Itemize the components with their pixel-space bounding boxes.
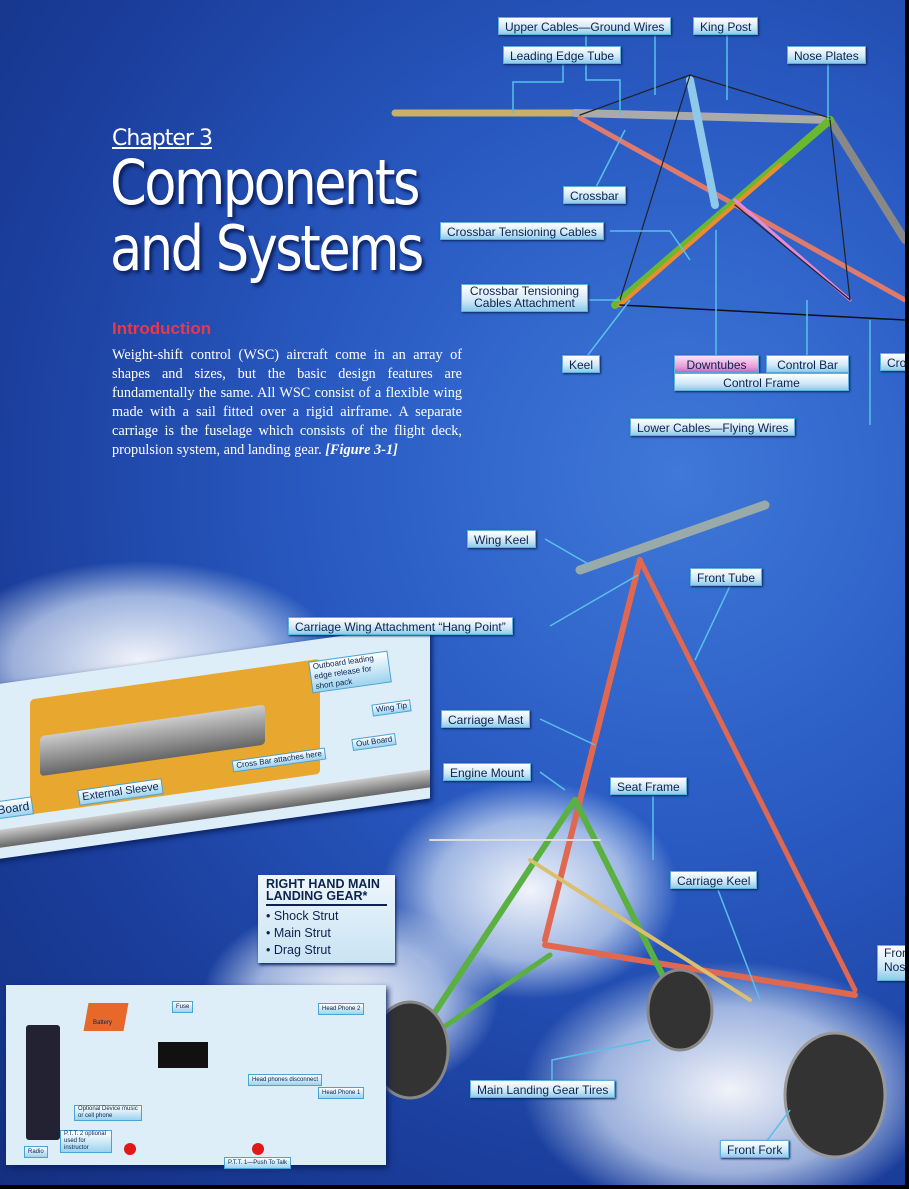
radio-icon: [26, 1025, 60, 1140]
label-control-frame: Control Frame: [674, 373, 849, 391]
label-king-post: King Post: [693, 17, 759, 35]
chapter-label: Chapter 3: [112, 126, 213, 151]
title-line-1: Components: [110, 146, 420, 219]
main-tire: [646, 968, 714, 1052]
wing-keel: [575, 500, 770, 575]
label-headphone-1: Head Phone 1: [318, 1087, 365, 1099]
label-main-landing-gear-tires: Main Landing Gear Tires: [470, 1080, 616, 1098]
figure-reference[interactable]: [Figure 3-1]: [325, 442, 398, 458]
legend-heading: RIGHT HAND MAIN LANDING GEAR*: [266, 878, 387, 906]
front-tube: [637, 557, 858, 993]
label-control-bar: Control Bar: [766, 355, 849, 373]
crossbar: [577, 115, 905, 303]
label-fuse: Fuse: [172, 1001, 194, 1013]
carriage-mast: [542, 557, 643, 943]
label-front-tube: Front Tube: [690, 568, 763, 586]
label-hang-point: Carriage Wing Attachment “Hang Point”: [288, 617, 513, 635]
label-front-nose: Front Nose: [877, 945, 905, 981]
label-upper-cables: Upper Cables—Ground Wires: [498, 17, 672, 35]
downtubes: [733, 198, 852, 302]
label-wing-keel: Wing Keel: [467, 530, 536, 548]
label-carriage-keel: Carriage Keel: [670, 871, 758, 889]
legend-item: • Shock Strut: [266, 909, 339, 923]
label-ptt1: P.T.T. 1—Push To Talk: [224, 1157, 292, 1169]
label-radio: Radio: [24, 1146, 48, 1158]
label-headphones-disconnect: Head phones disconnect: [248, 1074, 323, 1086]
label-keel: Keel: [562, 355, 601, 373]
label-ptt2: P.T.T. 2 optional used for instructor: [60, 1130, 112, 1153]
front-tire: [783, 1031, 887, 1159]
title-line-2: and Systems: [110, 212, 424, 285]
label-battery: Battery: [90, 1018, 116, 1028]
label-headphone-2: Head Phone 2: [318, 1003, 365, 1015]
legend-item: • Main Strut: [266, 926, 331, 940]
label-carriage-mast: Carriage Mast: [441, 710, 531, 728]
section-heading: Introduction: [112, 319, 212, 338]
ptt2-button[interactable]: [124, 1143, 136, 1155]
intro-text: Weight-shift control (WSC) aircraft come…: [112, 347, 462, 458]
landing-gear-legend: RIGHT HAND MAIN LANDING GEAR* • Shock St…: [258, 875, 395, 963]
king-post: [686, 76, 719, 209]
label-engine-mount: Engine Mount: [443, 763, 532, 781]
keel: [611, 116, 834, 309]
label-optional-device: Optional Device music or cell phone: [74, 1105, 142, 1121]
label-crossbar-tensioning-cables: Crossbar Tensioning Cables: [440, 222, 604, 240]
seat-frame: [528, 858, 752, 1002]
label-crossbar-cables-attachment: Crossbar Tensioning Cables Attachment: [461, 284, 588, 312]
label-seat-frame: Seat Frame: [610, 777, 687, 795]
label-nose-plates: Nose Plates: [787, 46, 866, 64]
intro-paragraph: Weight-shift control (WSC) aircraft come…: [112, 346, 462, 460]
legend-item: • Drag Strut: [266, 943, 331, 957]
label-lower-cables: Lower Cables—Flying Wires: [630, 418, 796, 436]
intercom-box: [158, 1042, 208, 1068]
label-front-fork: Front Fork: [720, 1140, 790, 1158]
label-crossbar-cut: Cro: [880, 353, 905, 371]
label-downtubes: Downtubes: [674, 355, 759, 373]
label-leading-edge-tube: Leading Edge Tube: [503, 46, 622, 64]
ptt1-button[interactable]: [252, 1143, 264, 1155]
label-crossbar: Crossbar: [563, 186, 626, 204]
